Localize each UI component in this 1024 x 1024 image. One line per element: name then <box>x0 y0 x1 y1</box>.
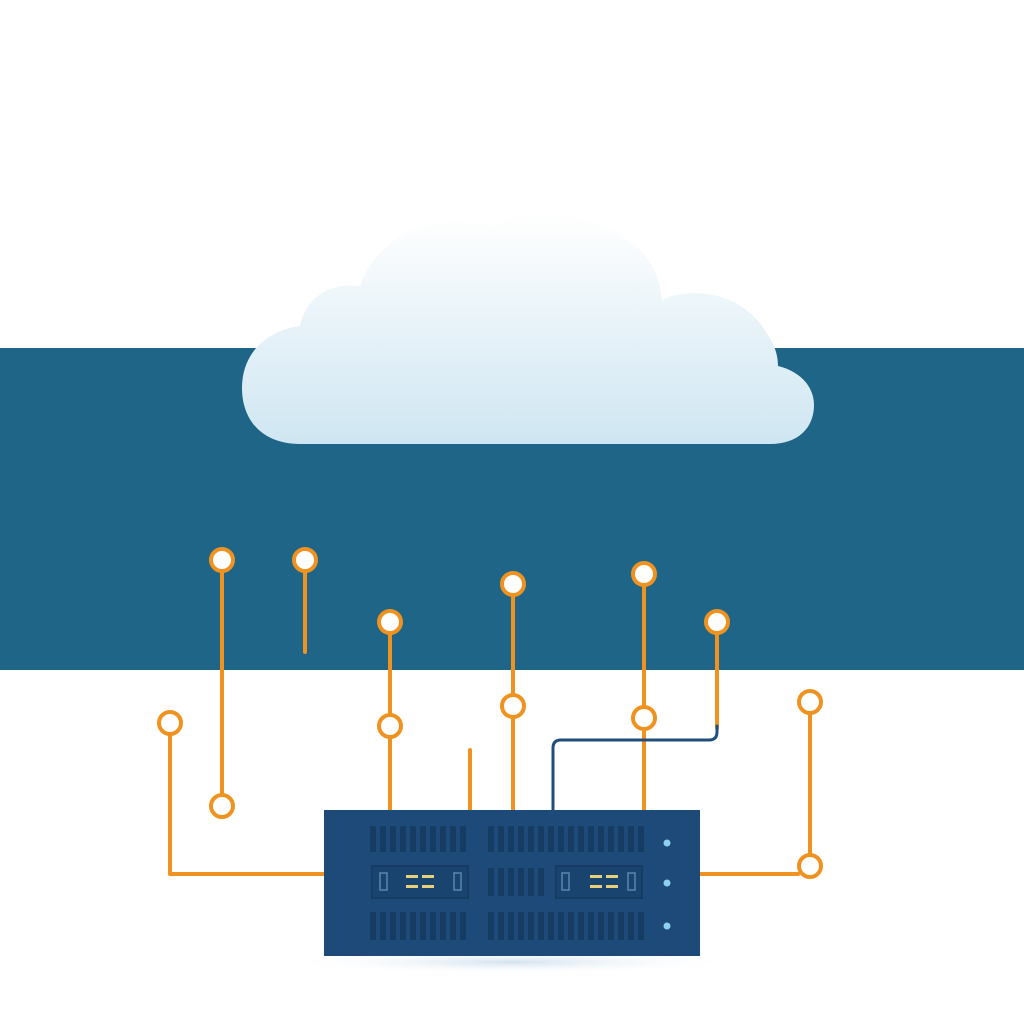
connection-nodes <box>157 547 823 879</box>
server-vents <box>370 826 644 940</box>
server-display-left <box>371 865 469 899</box>
status-led-icon <box>663 839 671 847</box>
connection-node-icon <box>377 609 403 635</box>
connection-node-icon <box>704 609 730 635</box>
server-display-right <box>555 865 643 899</box>
status-led-icon <box>663 879 671 887</box>
wire-line <box>168 733 326 876</box>
connection-node-icon <box>631 561 657 587</box>
connection-node-icon <box>500 693 526 719</box>
connection-node-icon <box>157 710 183 736</box>
server-rack-icon <box>324 810 700 956</box>
wire-lines <box>168 570 812 876</box>
connection-node-icon <box>631 705 657 731</box>
status-led-icon <box>663 922 671 930</box>
connection-node-icon <box>377 713 403 739</box>
cloud-icon <box>242 214 814 444</box>
connection-node-icon <box>292 547 318 573</box>
connection-node-icon <box>209 547 235 573</box>
connection-node-icon <box>797 853 823 879</box>
connection-node-icon <box>500 571 526 597</box>
connection-node-icon <box>797 689 823 715</box>
dark-cable <box>551 724 719 812</box>
connection-node-icon <box>209 793 235 819</box>
server-status-leds <box>663 839 671 930</box>
